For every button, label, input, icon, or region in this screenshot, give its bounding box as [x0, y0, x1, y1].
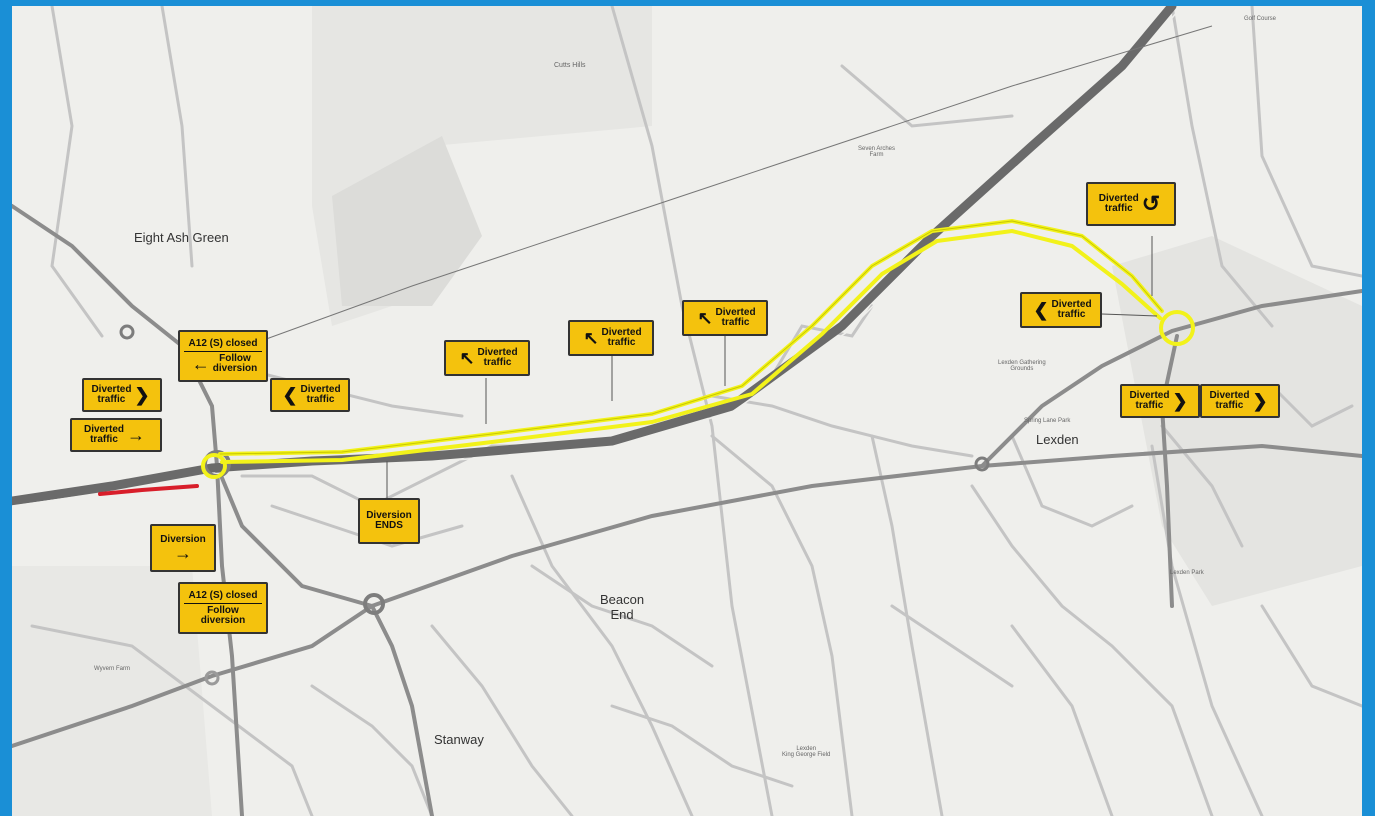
label-seven-arches-farm: Seven Arches Farm	[858, 146, 896, 158]
label-spring-lane-park: Spring Lane Park	[1024, 418, 1071, 424]
roundabout-north	[119, 324, 135, 340]
label-cutts-hills: Cutts Hills	[554, 62, 586, 69]
sign-text: Follow diversion	[200, 604, 246, 626]
chevron-right-icon: ❯	[1252, 391, 1268, 411]
place-beacon-end: Beacon End	[600, 592, 645, 622]
arrow-up-left-icon: ↖	[697, 308, 713, 328]
sign-a12-closed-follow-diversion-west[interactable]: A12 (S) closed ← Follow diversion	[178, 330, 268, 382]
sign-text: Diverted traffic	[1051, 299, 1092, 320]
a-roads	[12, 204, 1362, 816]
arrow-right-icon: →	[173, 543, 192, 563]
sign-text: Diverted traffic	[1129, 390, 1170, 411]
sign-text: Diverted traffic	[1209, 390, 1250, 411]
sign-text: Diverted traffic	[300, 384, 341, 405]
arrow-right-icon: →	[127, 425, 145, 445]
sign-diverted-traffic-right-west[interactable]: Diverted traffic ❯	[82, 378, 162, 412]
sign-diverted-traffic-right-east-2[interactable]: Diverted traffic ❯	[1200, 384, 1280, 418]
label-golf-course: Golf Course	[1244, 16, 1277, 22]
open-field	[12, 566, 212, 816]
sign-text: Diverted traffic	[91, 384, 132, 405]
sign-text: Diversion	[160, 534, 206, 545]
label-lexden-king-george-field: Lexden King George Field	[782, 746, 831, 758]
label-lexden-park: Lexden Park	[1170, 570, 1204, 576]
sign-diverted-traffic-ahead-2[interactable]: ↖ Diverted traffic	[568, 320, 654, 356]
u-turn-icon: ↺	[1141, 191, 1161, 216]
sign-diverted-traffic-left-east[interactable]: ❮ Diverted traffic	[1020, 292, 1102, 328]
open-field	[332, 136, 482, 306]
arrow-left-icon: ←	[191, 353, 210, 374]
sign-diverted-traffic-ahead-1[interactable]: ↖ Diverted traffic	[444, 340, 530, 376]
diversion-map[interactable]: Eight Ash Green Beacon End Lexden Stanwa…	[12, 6, 1362, 816]
sign-diverted-traffic-ahead-3[interactable]: ↖ Diverted traffic	[682, 300, 768, 336]
arrow-up-left-icon: ↖	[583, 328, 599, 348]
sign-title: A12 (S) closed	[188, 589, 258, 601]
railway-line	[191, 25, 1213, 367]
sign-diverted-traffic-right-east-1[interactable]: Diverted traffic ❯	[1120, 384, 1200, 418]
sign-text: Diverted traffic	[715, 307, 756, 328]
sign-text: Diverted traffic	[601, 327, 642, 348]
sign-a12-closed-follow-diversion-south[interactable]: A12 (S) closed Follow diversion	[178, 582, 268, 634]
sign-diverted-traffic-arrow-right[interactable]: Diverted traffic →	[70, 418, 162, 452]
sign-divider	[184, 350, 262, 352]
a12-trunk-road	[12, 6, 1178, 507]
chevron-left-icon: ❮	[1033, 300, 1049, 320]
place-stanway: Stanway	[434, 732, 484, 747]
sign-diverted-traffic-left-west[interactable]: ❮ Diverted traffic	[270, 378, 350, 412]
roundabout-lexden	[974, 456, 990, 472]
sign-diverted-traffic-u-turn[interactable]: Diverted traffic ↺	[1086, 182, 1176, 226]
closed-carriageway	[98, 484, 199, 496]
roundabout-stanway	[363, 593, 385, 615]
arrow-up-left-icon: ↖	[459, 348, 475, 368]
sign-pointers	[386, 236, 1158, 516]
sign-title: A12 (S) closed	[188, 337, 258, 349]
road-network	[12, 6, 1362, 816]
label-lexden-gathering-grounds: Lexden Gathering Grounds	[998, 360, 1046, 372]
sign-text: Follow diversion	[212, 352, 258, 374]
sign-text: Diverted traffic	[477, 347, 518, 368]
chevron-right-icon: ❯	[1172, 391, 1188, 411]
sign-divider	[184, 602, 262, 604]
label-wyvern-farm: Wyvern Farm	[94, 666, 130, 672]
roundabout-south	[204, 670, 220, 686]
chevron-left-icon: ❮	[282, 385, 298, 405]
place-eight-ash-green: Eight Ash Green	[134, 230, 229, 245]
place-lexden: Lexden	[1036, 432, 1079, 447]
sign-diversion-right[interactable]: Diversion →	[150, 524, 216, 572]
diversion-route	[201, 219, 1195, 479]
chevron-right-icon: ❯	[134, 385, 150, 405]
sign-text: Diverted traffic	[83, 424, 124, 445]
sign-text: Diverted traffic	[1098, 193, 1139, 214]
sign-diversion-ends[interactable]: Diversion ENDS	[358, 498, 420, 544]
